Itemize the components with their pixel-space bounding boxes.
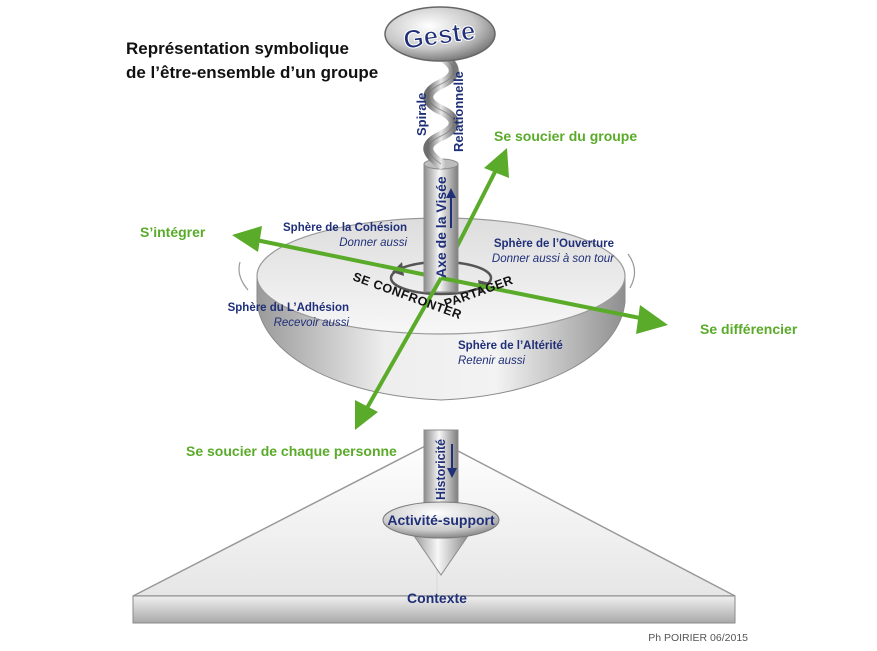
activite-support-label: Activité-support (387, 512, 495, 528)
title-line-1: Représentation symbolique (126, 39, 349, 58)
title-line-2: de l’être-ensemble d’un groupe (126, 63, 378, 82)
sphere-adhesion-sub: Recevoir aussi (274, 317, 350, 329)
arrow-label-integrer: S’intégrer (140, 224, 206, 240)
axis-direction-arrow (446, 188, 456, 228)
lower-pillar (382, 429, 500, 576)
sphere-alterite-sub: Retenir aussi (458, 355, 526, 367)
relationnelle-label: Relationnelle (451, 71, 466, 152)
sphere-alterite-title: Sphère de l’Altérité (458, 340, 563, 352)
axe-visee-label: Axe de la Visée (433, 176, 449, 278)
green-arrows-front (355, 276, 668, 430)
sphere-ouverture-title: Sphère de l’Ouverture (494, 238, 614, 250)
arrow-label-differencier: Se différencier (700, 321, 798, 337)
spirale-label: Spirale (414, 93, 429, 136)
historicity-direction-arrow (447, 444, 457, 478)
geste-disc (384, 6, 496, 62)
historicite-label: Historicité (434, 439, 448, 500)
arrow-label-personne: Se soucier de chaque personne (186, 443, 397, 459)
author-credit: Ph POIRIER 06/2015 (648, 632, 748, 644)
arrow-label-groupe: Se soucier du groupe (494, 128, 637, 144)
sphere-ouverture-sub: Donner aussi à son tour (492, 253, 615, 265)
contexte-label: Contexte (407, 590, 467, 606)
sphere-cohesion-title: Sphère de la Cohésion (283, 222, 407, 234)
sphere-adhesion-title: Sphère du L’Adhésion (228, 302, 349, 314)
relational-spiral (423, 51, 459, 169)
sphere-cohesion-sub: Donner aussi (339, 237, 407, 249)
